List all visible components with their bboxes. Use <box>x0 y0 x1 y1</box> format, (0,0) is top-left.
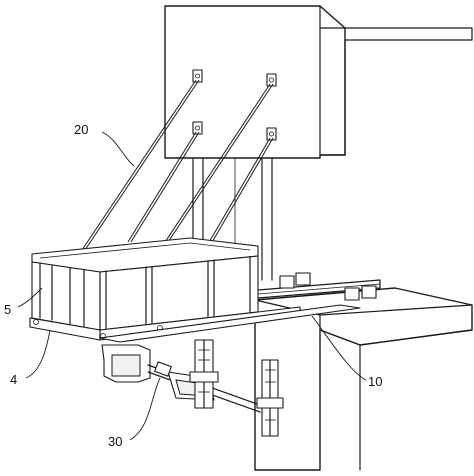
adjusting-rod <box>101 344 261 413</box>
lower-wall-block <box>254 287 473 471</box>
anchor-bracket <box>266 73 277 87</box>
vertical-columns <box>192 157 273 281</box>
anchor-bracket <box>192 69 203 83</box>
anchor-bracket <box>192 121 203 135</box>
anchor-bracket <box>266 127 277 141</box>
label-30: 30 <box>108 434 122 449</box>
vertical-slider-left <box>189 339 219 409</box>
vertical-slider-right <box>256 359 284 437</box>
guide-rail <box>99 272 381 343</box>
label-4: 4 <box>10 372 17 387</box>
platform-frame <box>31 237 259 331</box>
upper-wall-block <box>164 5 473 159</box>
leader-lines <box>17 131 367 441</box>
label-5: 5 <box>4 302 11 317</box>
label-20: 20 <box>74 122 88 137</box>
label-10: 10 <box>368 374 382 389</box>
